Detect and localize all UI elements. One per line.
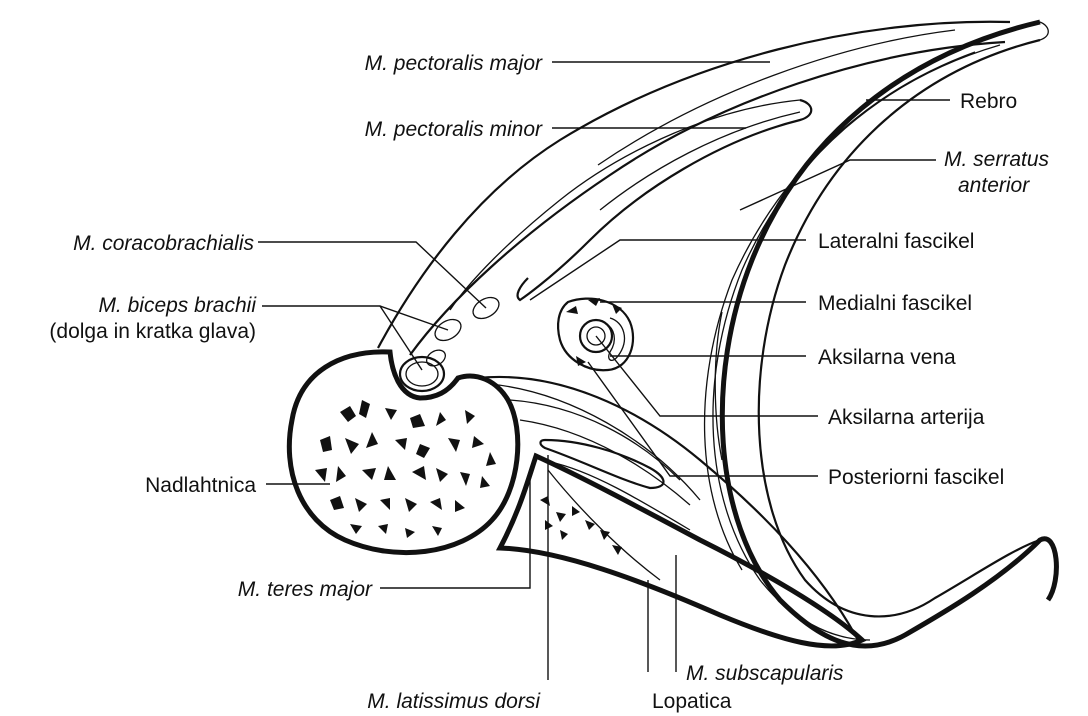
label-medialni-fascikel: Medialni fascikel xyxy=(818,292,972,315)
label-subscapularis: M. subscapularis xyxy=(686,662,844,685)
label-posteriorni-fascikel: Posteriorni fascikel xyxy=(828,466,1004,489)
neurovascular-bundle xyxy=(558,298,633,370)
label-lopatica: Lopatica xyxy=(652,690,732,713)
label-biceps-heads: (dolga in kratka glava) xyxy=(49,320,256,343)
label-coracobrachialis: M. coracobrachialis xyxy=(73,232,254,255)
label-rebro: Rebro xyxy=(960,90,1017,113)
scapula-bone xyxy=(500,456,862,646)
label-aksilarna-vena: Aksilarna vena xyxy=(818,346,956,369)
label-aksilarna-arterija: Aksilarna arterija xyxy=(828,406,985,429)
label-latissimus-dorsi: M. latissimus dorsi xyxy=(367,690,541,713)
label-serratus-anterior-2: anterior xyxy=(958,174,1030,197)
label-pectoralis-minor: M. pectoralis minor xyxy=(365,118,543,141)
label-nadlahtnica: Nadlahtnica xyxy=(145,474,256,497)
rib xyxy=(722,22,1056,646)
label-biceps-brachii: M. biceps brachii xyxy=(98,294,257,317)
label-serratus-anterior-1: M. serratus xyxy=(944,148,1050,171)
label-pectoralis-major: M. pectoralis major xyxy=(365,52,543,75)
label-lateralni-fascikel: Lateralni fascikel xyxy=(818,230,974,253)
label-teres-major: M. teres major xyxy=(238,578,373,601)
